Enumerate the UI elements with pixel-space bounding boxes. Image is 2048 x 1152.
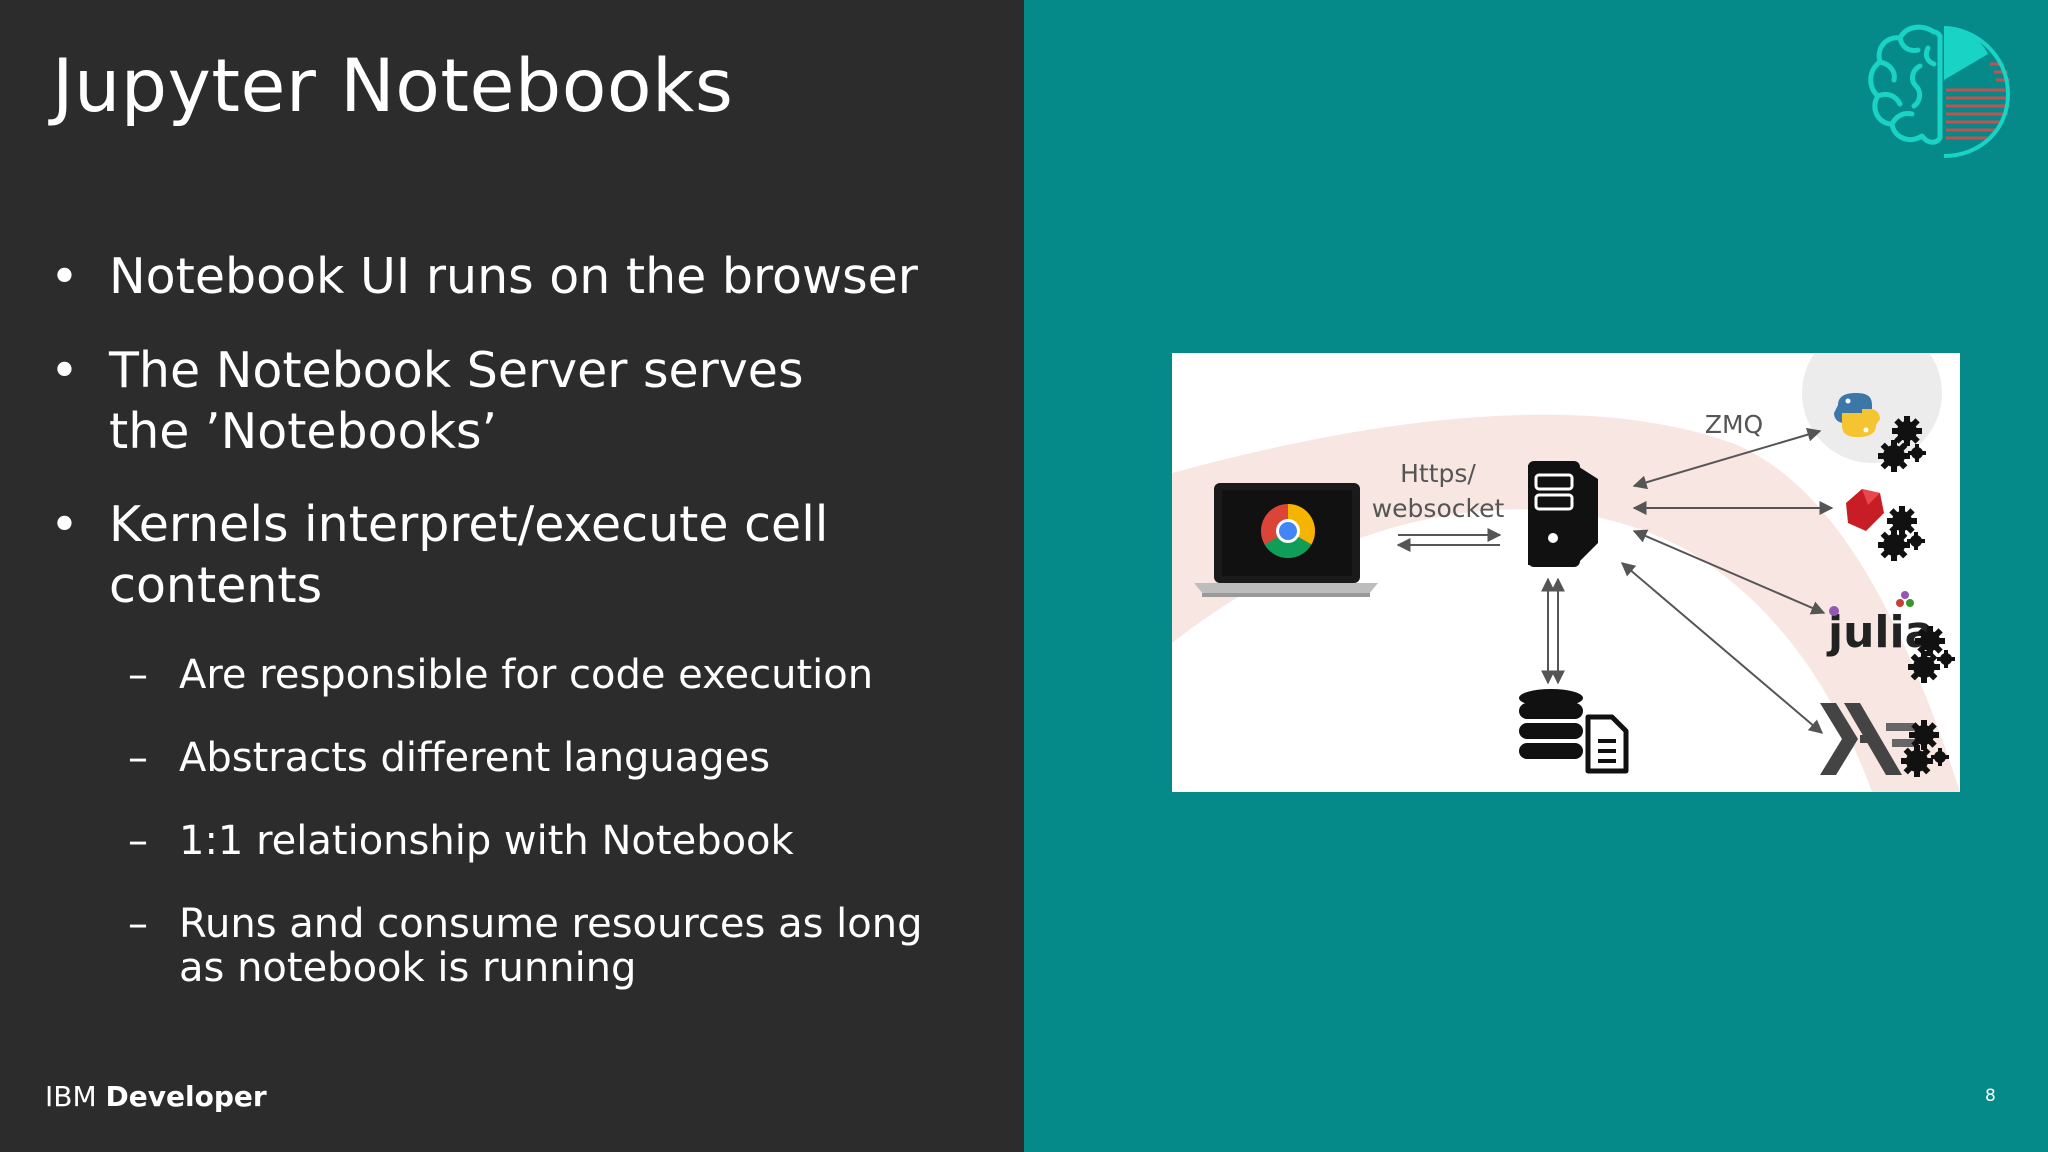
bullet-text: Notebook UI runs on the browser	[109, 248, 918, 305]
sub-bullet-marker: –	[128, 901, 148, 947]
sub-bullet-text: 1:1 relationship with Notebook	[179, 818, 794, 864]
bullet-marker: •	[50, 342, 79, 399]
bullet-marker: •	[50, 248, 79, 305]
database-icon	[1519, 689, 1583, 759]
bullet-text: The Notebook Server serves the ’Notebook…	[109, 342, 804, 460]
julia-icon: julia	[1826, 591, 1934, 658]
gear-icon	[1892, 416, 1922, 446]
brain-logo-icon	[1868, 24, 2011, 158]
gear-icon	[1909, 720, 1939, 750]
gear-icon	[1931, 748, 1949, 766]
zmq-arrow-python	[1632, 427, 1822, 490]
gear-icon	[1901, 745, 1933, 777]
bullet-marker: •	[50, 496, 79, 553]
ruby-icon	[1846, 489, 1884, 531]
laptop-chrome-icon	[1194, 483, 1378, 597]
brand-prefix: IBM	[45, 1080, 97, 1113]
julia-label: julia	[1826, 607, 1934, 658]
sub-bullet-text: Abstracts different languages	[179, 735, 771, 781]
python-icon	[1834, 393, 1880, 437]
gear-icon	[1915, 626, 1945, 656]
gear-icon	[1908, 444, 1926, 462]
page-number: 8	[1985, 1086, 1996, 1106]
slide-title: Jupyter Notebooks	[52, 44, 734, 129]
brand-name: Developer	[105, 1080, 267, 1113]
websocket-label: websocket	[1372, 494, 1505, 523]
footer-brand: IBM Developer	[45, 1080, 267, 1113]
gear-icon	[1937, 650, 1955, 668]
sub-bullet-text: Are responsible for code execution	[179, 652, 874, 698]
sub-bullet-marker: –	[128, 652, 148, 698]
sub-bullet-marker: –	[128, 818, 148, 864]
https-label: Https/	[1400, 459, 1476, 488]
zmq-arrow-haskell	[1620, 562, 1824, 734]
gear-icon	[1907, 532, 1925, 550]
haskell-icon	[1820, 703, 1916, 775]
document-icon	[1585, 714, 1629, 774]
bullet-text: Kernels interpret/execute cell contents	[109, 496, 829, 614]
server-icon	[1528, 461, 1598, 567]
diagram-canvas: Https/ websocket ZMQ	[1172, 353, 1960, 792]
gear-icon	[1878, 529, 1910, 561]
zmq-label: ZMQ	[1705, 410, 1763, 439]
sub-bullet-text: Runs and consume resources as long as no…	[179, 901, 923, 991]
sub-bullet-marker: –	[128, 735, 148, 781]
gear-cluster	[1878, 416, 1955, 777]
gear-icon	[1908, 651, 1940, 683]
left-panel: Jupyter Notebooks • Notebook UI runs on …	[45, 44, 923, 1113]
architecture-diagram: Https/ websocket ZMQ	[1172, 353, 1960, 792]
gear-icon	[1887, 506, 1917, 536]
gear-icon	[1878, 440, 1910, 472]
